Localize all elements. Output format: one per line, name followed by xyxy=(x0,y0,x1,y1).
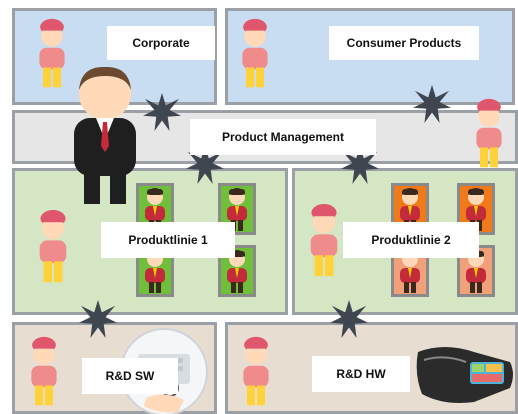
person-icon xyxy=(26,334,62,410)
person-icon xyxy=(471,96,507,172)
device-photo xyxy=(416,347,513,403)
person-icon xyxy=(305,202,343,280)
rd-sw-label: R&D SW xyxy=(82,358,178,394)
produktlinie-2-label: Produktlinie 2 xyxy=(343,222,479,258)
conflict-star-icon xyxy=(413,85,451,123)
person-icon xyxy=(237,16,273,92)
rd-hw-label: R&D HW xyxy=(312,356,410,392)
person-icon xyxy=(238,334,274,410)
person-icon xyxy=(34,16,70,92)
person-icon xyxy=(34,208,72,286)
engineer-tile xyxy=(218,183,256,235)
consumer-products-label: Consumer Products xyxy=(329,26,479,60)
conflict-star-icon xyxy=(79,300,117,338)
manager-icon xyxy=(74,66,136,204)
conflict-star-icon xyxy=(143,93,181,131)
produktlinie-1-label: Produktlinie 1 xyxy=(101,222,235,258)
corporate-label: Corporate xyxy=(107,26,215,60)
product-management-label: Product Management xyxy=(190,119,376,155)
conflict-star-icon xyxy=(330,300,368,338)
